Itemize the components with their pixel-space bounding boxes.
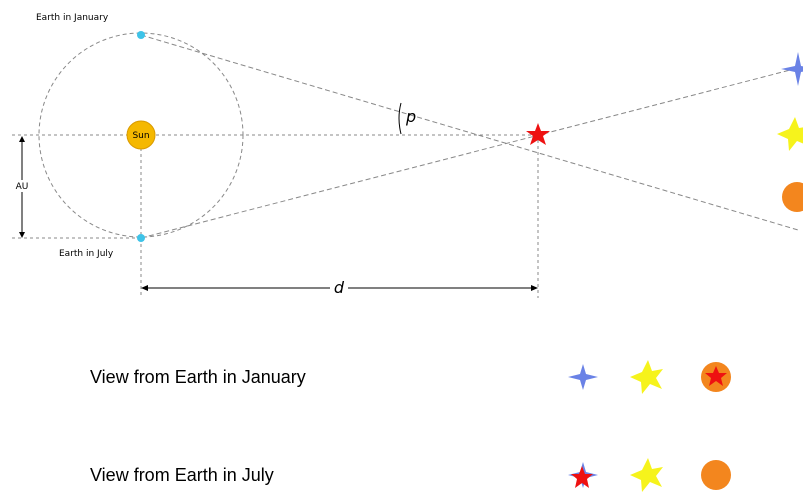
- distance-arrow-head-left: [141, 285, 148, 291]
- sun-label: Sun: [132, 131, 149, 141]
- distance-arrow-head-right: [531, 285, 538, 291]
- orange-circle-icon: [782, 182, 803, 212]
- earth-january-dot: [137, 31, 145, 39]
- earth-january-label: Earth in January: [36, 13, 109, 23]
- july-red-star-icon: [571, 466, 593, 488]
- earth-july-dot: [137, 234, 145, 242]
- july-view-caption: View from Earth in July: [90, 465, 274, 485]
- sun-disc: [126, 120, 156, 150]
- earth-july-label: Earth in July: [59, 249, 114, 259]
- july-orange-circle-icon: [701, 460, 731, 490]
- january-red-star-icon: [705, 366, 727, 386]
- au-arrow-head-top: [19, 136, 25, 142]
- parallax-label: p: [405, 107, 416, 126]
- blue-star-icon: [781, 52, 803, 86]
- january-blue-star-icon: [568, 364, 598, 390]
- january-view-caption: View from Earth in January: [90, 367, 306, 387]
- au-arrow-head-bottom: [19, 232, 25, 238]
- yellow-star-icon: [777, 117, 803, 151]
- red-star-icon: [526, 123, 550, 145]
- july-yellow-star-icon: [630, 458, 663, 492]
- parallax-angle-arc: [398, 102, 402, 135]
- january-yellow-star-icon: [630, 360, 663, 394]
- au-label: AU: [16, 182, 29, 192]
- sightline-july: [140, 67, 799, 239]
- sightline-january: [140, 34, 799, 231]
- distance-label: d: [334, 278, 345, 297]
